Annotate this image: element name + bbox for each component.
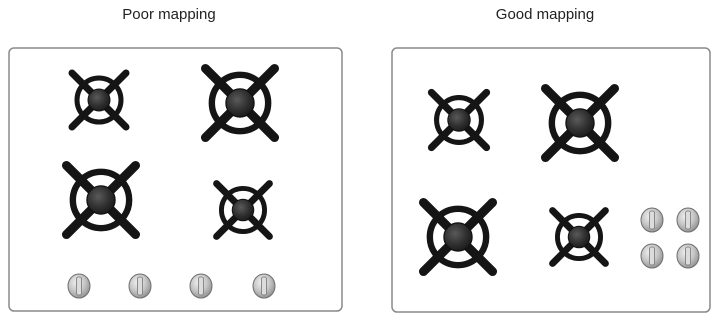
poor-mapping-panel [9,48,342,311]
good-mapping-panel [392,48,710,312]
good-knob-bottom-right [677,244,699,268]
good-knob-top-left [641,208,663,232]
good-knob-top-right [677,208,699,232]
poor-knob-3 [190,274,212,298]
good-knob-bottom-left [641,244,663,268]
poor-knob-4 [253,274,275,298]
poor-knob-1 [68,274,90,298]
poor-stovetop [9,48,342,311]
poor-knob-2 [129,274,151,298]
good-stovetop [392,48,710,312]
